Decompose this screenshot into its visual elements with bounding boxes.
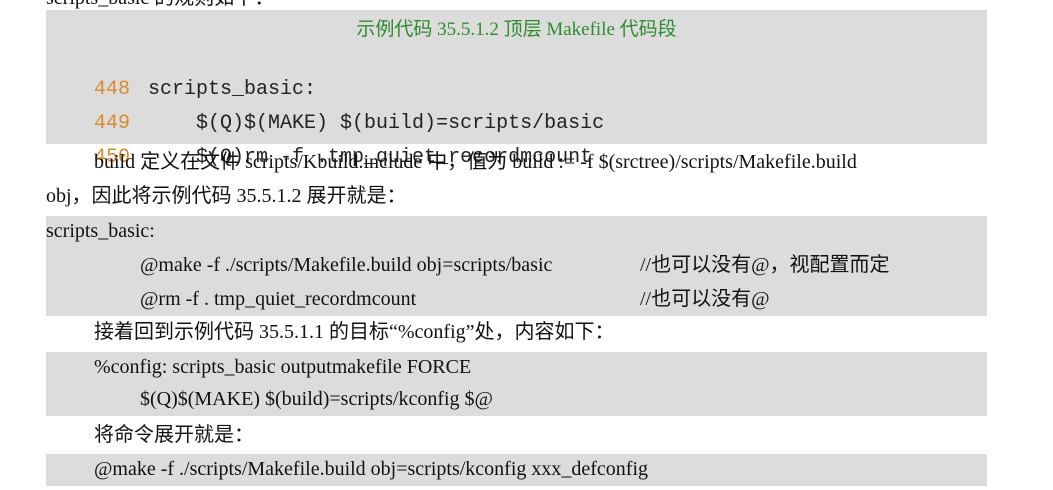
listing-caption: 示例代码 35.5.1.2 顶层 Makefile 代码段 <box>356 19 677 40</box>
expanded-code-block: scripts_basic: @make -f ./scripts/Makefi… <box>46 216 987 316</box>
paragraph-line: obj，因此将示例代码 35.5.1.2 展开就是： <box>46 185 407 207</box>
line-number: 450 <box>94 146 131 169</box>
code-line: 449 $(Q)$(MAKE) $(build)=scripts/basic <box>46 79 604 135</box>
line-number: 449 <box>94 112 131 135</box>
paragraph-line: build 定义在文件 scripts/Kbuild.include 中，值为 … <box>94 151 857 173</box>
code-text: $(Q)$(MAKE) $(build)=scripts/basic <box>148 112 605 135</box>
code-listing: 示例代码 35.5.1.2 顶层 Makefile 代码段 448 scripts… <box>46 10 987 169</box>
command-line: @rm -f . tmp_quiet_recordmcount <box>140 288 417 310</box>
config-rule-block: %config: scripts_basic outputmakefile FO… <box>46 352 987 416</box>
code-line: 448 scripts_basic: <box>46 45 316 101</box>
rule-line: %config: scripts_basic outputmakefile FO… <box>94 356 472 378</box>
code-line: 450 $(Q)rm -f .tmp_quiet_recordmcount <box>46 113 592 169</box>
make-target: scripts_basic: <box>46 220 155 242</box>
command-line: @make -f ./scripts/Makefile.build obj=sc… <box>140 254 553 276</box>
cutoff-text-line: scripts_basic 的规则如下： <box>46 0 274 8</box>
command-line: @make -f ./scripts/Makefile.build obj=sc… <box>94 458 649 480</box>
command-comment: //也可以没有@，视配置而定 <box>640 254 890 276</box>
paragraph-line: 将命令展开就是： <box>94 424 254 446</box>
code-text: scripts_basic: <box>148 78 317 101</box>
code-text: $(Q)rm -f .tmp_quiet_recordmcount <box>148 146 593 169</box>
expanded-command-block: @make -f ./scripts/Makefile.build obj=sc… <box>46 454 987 486</box>
line-number: 448 <box>94 78 131 101</box>
command-comment: //也可以没有@ <box>640 288 770 310</box>
paragraph-line: 接着回到示例代码 35.5.1.1 的目标“%config”处，内容如下： <box>94 321 615 343</box>
rule-command: $(Q)$(MAKE) $(build)=scripts/kconfig $@ <box>140 388 493 410</box>
